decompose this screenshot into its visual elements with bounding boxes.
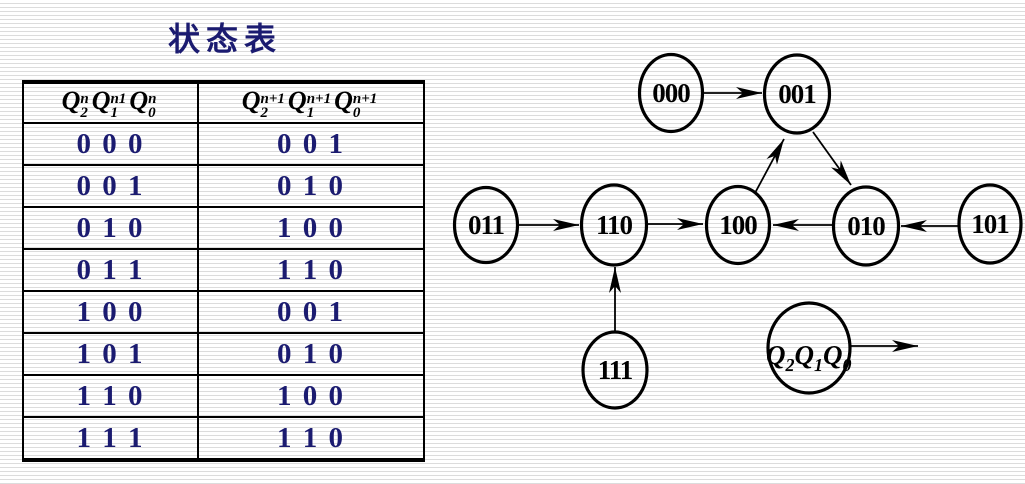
state-label-100: 100 xyxy=(719,210,757,240)
state-node-111 xyxy=(581,330,649,410)
q-base: Q xyxy=(91,86,111,115)
present-state-cell: 1 0 1 xyxy=(23,332,199,375)
q-superscript: n+1 xyxy=(352,91,378,107)
q-base: Q xyxy=(334,86,353,115)
q-superscript: n xyxy=(80,91,89,107)
state-label-011: 011 xyxy=(468,210,505,240)
present-state-cell: 1 1 1 xyxy=(23,416,199,460)
present-state-cell: 0 0 1 xyxy=(23,164,199,207)
page-title: 状态表 xyxy=(168,21,283,57)
q-base: Q xyxy=(61,86,81,115)
next-state-cell: 1 1 0 xyxy=(198,416,424,460)
state-node-101 xyxy=(957,183,1023,265)
next-state-cell: 0 0 1 xyxy=(277,127,345,160)
q-subscript: 1 xyxy=(110,105,118,121)
state-node-110 xyxy=(579,183,649,267)
present-state-cell: 0 1 1 xyxy=(23,248,199,291)
legend-circle xyxy=(766,301,852,395)
present-state-cell: 1 0 0 xyxy=(23,290,199,333)
next-state-cell: 0 0 1 xyxy=(198,290,424,333)
q-subscript: 2 xyxy=(80,105,88,121)
next-state-cell: 1 1 0 xyxy=(198,248,424,291)
q-superscript: n+1 xyxy=(260,91,285,107)
transition-arrow-001-010 xyxy=(812,131,852,186)
q-subscript: 1 xyxy=(306,105,315,121)
q-superscript: n xyxy=(148,91,157,107)
state-node-001 xyxy=(762,53,832,135)
present-state-cell: 0 1 0 xyxy=(23,206,199,249)
state-label-101: 101 xyxy=(971,209,1009,239)
q-superscript: n+1 xyxy=(306,91,332,107)
legend-label: Q2Q1Q0 xyxy=(766,340,852,375)
q-subscript: 2 xyxy=(260,105,269,121)
q-base: Q xyxy=(129,86,149,115)
state-label-010: 010 xyxy=(847,211,885,241)
state-label-111: 111 xyxy=(598,355,633,385)
state-label-001: 001 xyxy=(778,79,816,109)
state-node-100 xyxy=(704,184,772,266)
state-node-000 xyxy=(637,52,705,134)
q-base: Q xyxy=(241,86,261,115)
next-state-cell: 1 0 0 xyxy=(198,206,424,249)
q-base: Q xyxy=(287,86,307,115)
next-state-cell: 1 0 0 xyxy=(198,374,424,417)
present-state-cell: 0 0 0 xyxy=(23,123,199,165)
transition-arrow-100-001 xyxy=(754,138,785,194)
next-state-cell: 0 1 0 xyxy=(198,164,424,207)
table-row: 0 0 0 0 0 1 xyxy=(23,123,424,165)
state-label-110: 110 xyxy=(596,210,633,240)
q-superscript: n1 xyxy=(110,91,127,107)
q-subscript: 0 xyxy=(148,105,156,121)
state-node-011 xyxy=(452,185,520,265)
state-node-010 xyxy=(831,185,901,267)
q-subscript: 0 xyxy=(352,105,361,121)
state-label-000: 000 xyxy=(652,78,690,108)
present-state-cell: 1 1 0 xyxy=(23,374,199,417)
next-state-cell: 0 1 0 xyxy=(198,332,424,375)
